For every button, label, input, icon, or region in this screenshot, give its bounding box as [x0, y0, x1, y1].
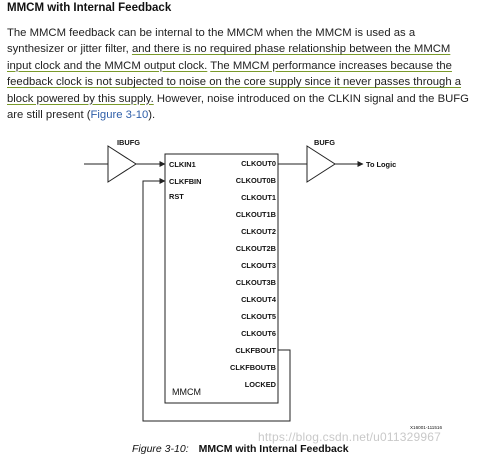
pin-clkout3: CLKOUT3: [241, 261, 276, 270]
paragraph-line-2: synthesizer or jitter filter, and there …: [7, 41, 475, 57]
section-heading: MMCM with Internal Feedback: [7, 2, 172, 14]
underlined-text: block powered by this supply.: [7, 92, 154, 105]
mmcm-block-label: MMCM: [172, 387, 201, 397]
pin-clkout3b: CLKOUT3B: [236, 278, 276, 287]
to-logic-label: To Logic: [366, 160, 396, 169]
internal-feedback-wire: [142, 178, 291, 422]
paragraph-text: However, noise introduced on the CLKIN s…: [153, 92, 469, 105]
figure-reference-link[interactable]: Figure 3-10: [90, 109, 149, 122]
pin-clkout0b: CLKOUT0B: [236, 176, 276, 185]
pin-clkfbin: CLKFBIN: [169, 177, 201, 186]
paragraph-text: are still present (: [7, 109, 91, 122]
paragraph-line-3: input clock and the MMCM output clock. T…: [7, 58, 475, 74]
pin-rst: RST: [169, 192, 184, 201]
pin-clkout5: CLKOUT5: [241, 312, 276, 321]
ibufg-buffer-icon: [107, 145, 137, 183]
paragraph-line-4: feedback clock is not subjected to noise…: [7, 74, 475, 90]
paragraph-line-1: The MMCM feedback can be internal to the…: [7, 25, 475, 41]
mmcm-block: [164, 153, 279, 404]
pin-clkout1b: CLKOUT1B: [236, 210, 276, 219]
bufg-label: BUFG: [314, 138, 335, 147]
underlined-text: input clock and the MMCM output clock.: [7, 59, 208, 72]
pin-clkout4: CLKOUT4: [241, 295, 277, 304]
body-paragraph: The MMCM feedback can be internal to the…: [7, 25, 475, 123]
pin-clkout2: CLKOUT2: [241, 227, 276, 236]
underlined-text: The MMCM performance increases because t…: [210, 59, 452, 72]
pin-clkout2b: CLKOUT2B: [236, 244, 276, 253]
bufg-buffer-icon: [306, 145, 336, 183]
paragraph-text: synthesizer or jitter filter,: [7, 43, 132, 56]
pin-clkout0: CLKOUT0: [241, 159, 276, 168]
ibufg-label: IBUFG: [117, 138, 140, 147]
caption-title: MMCM with Internal Feedback: [198, 443, 349, 455]
underlined-text: feedback clock is not subjected to noise…: [7, 76, 462, 89]
paragraph-text: ).: [148, 109, 156, 122]
figure-id-tag: X16001-111516: [410, 425, 442, 430]
paragraph-text: The MMCM feedback can be internal to the…: [7, 27, 416, 39]
watermark-url: https://blog.csdn.net/u011329967: [258, 430, 441, 444]
pin-clkin1: CLKIN1: [169, 160, 196, 169]
paragraph-line-6: are still present (Figure 3-10).: [7, 107, 475, 123]
paragraph-line-5: block powered by this supply. However, n…: [7, 91, 475, 107]
caption-number: Figure 3-10:: [132, 443, 189, 455]
figure-caption: Figure 3-10: MMCM with Internal Feedback: [132, 443, 349, 455]
underlined-text: and there is no required phase relations…: [131, 43, 451, 56]
pin-clkout6: CLKOUT6: [241, 329, 276, 338]
pin-locked: LOCKED: [245, 380, 277, 389]
pin-clkfbout: CLKFBOUT: [235, 346, 276, 355]
pin-clkout1: CLKOUT1: [241, 193, 276, 202]
pin-clkfboutb: CLKFBOUTB: [230, 363, 276, 372]
